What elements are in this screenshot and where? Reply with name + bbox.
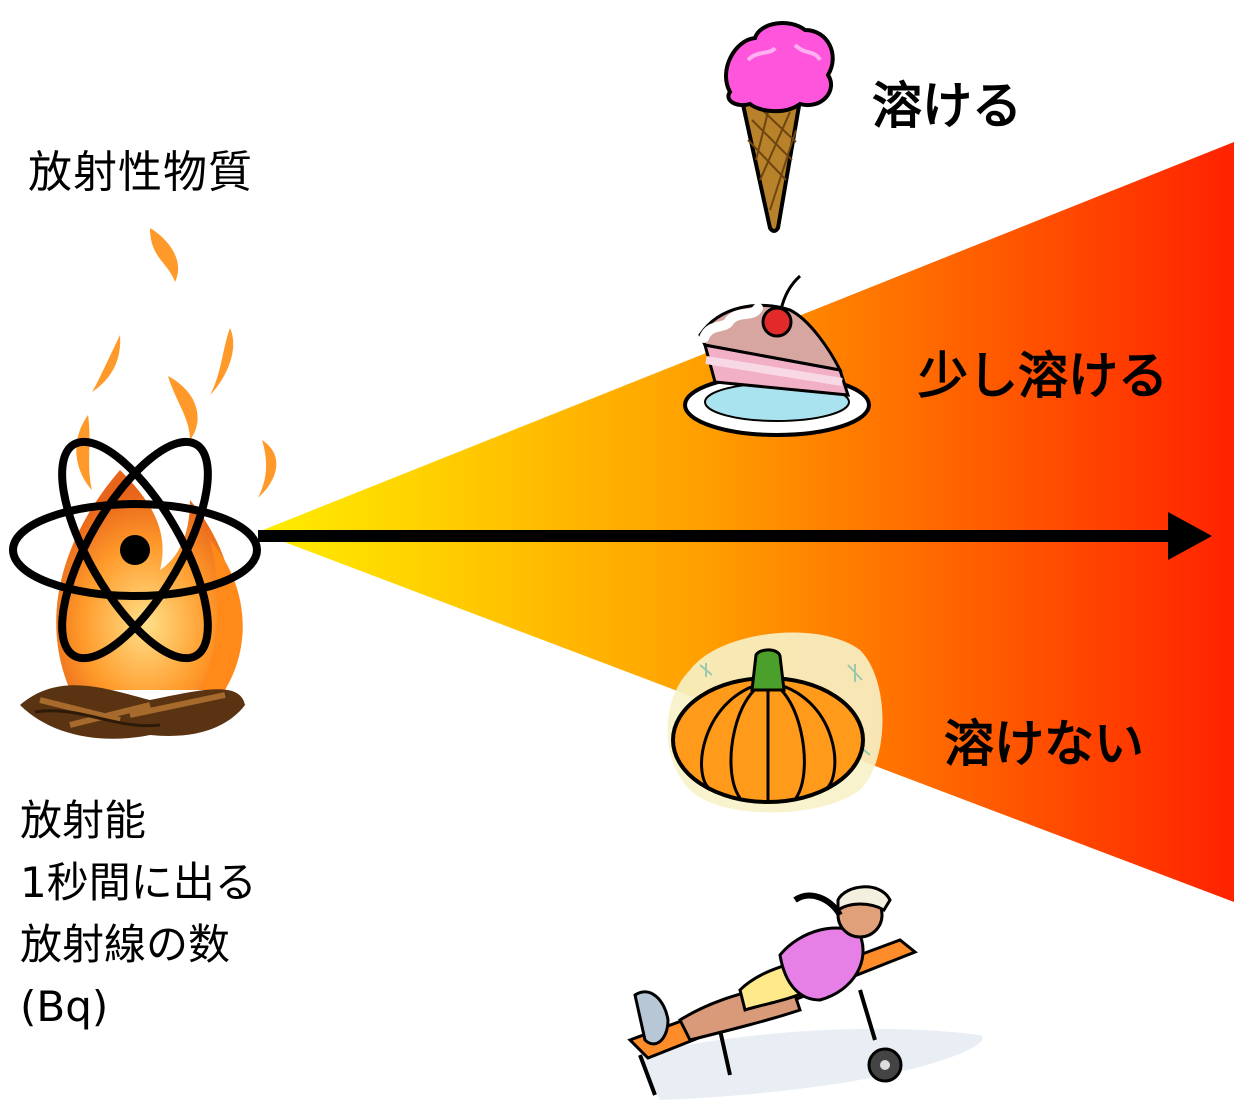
activity-desc-line1: 1秒間に出る — [20, 858, 257, 907]
cake-icon — [683, 274, 871, 437]
activity-desc-line2: 放射線の数 — [20, 920, 231, 969]
activity-definition: 放射能 1秒間に出る 放射線の数 (Bq) — [20, 790, 257, 1038]
source-title: 放射性物質 — [28, 147, 253, 198]
arrow-icon — [258, 512, 1212, 560]
outcome-melts-slightly-label: 少し溶ける — [918, 347, 1168, 405]
radiation-beam — [258, 142, 1234, 902]
sunbather-icon — [627, 885, 983, 1100]
pumpkin-icon — [667, 632, 883, 813]
activity-term: 放射能 — [20, 796, 147, 845]
ice-cream-icon — [724, 21, 835, 233]
atom-icon — [9, 437, 261, 663]
outcome-does-not-melt-label: 溶けない — [944, 715, 1144, 773]
activity-unit: (Bq) — [20, 982, 109, 1031]
outcome-melts-label: 溶ける — [872, 77, 1022, 135]
